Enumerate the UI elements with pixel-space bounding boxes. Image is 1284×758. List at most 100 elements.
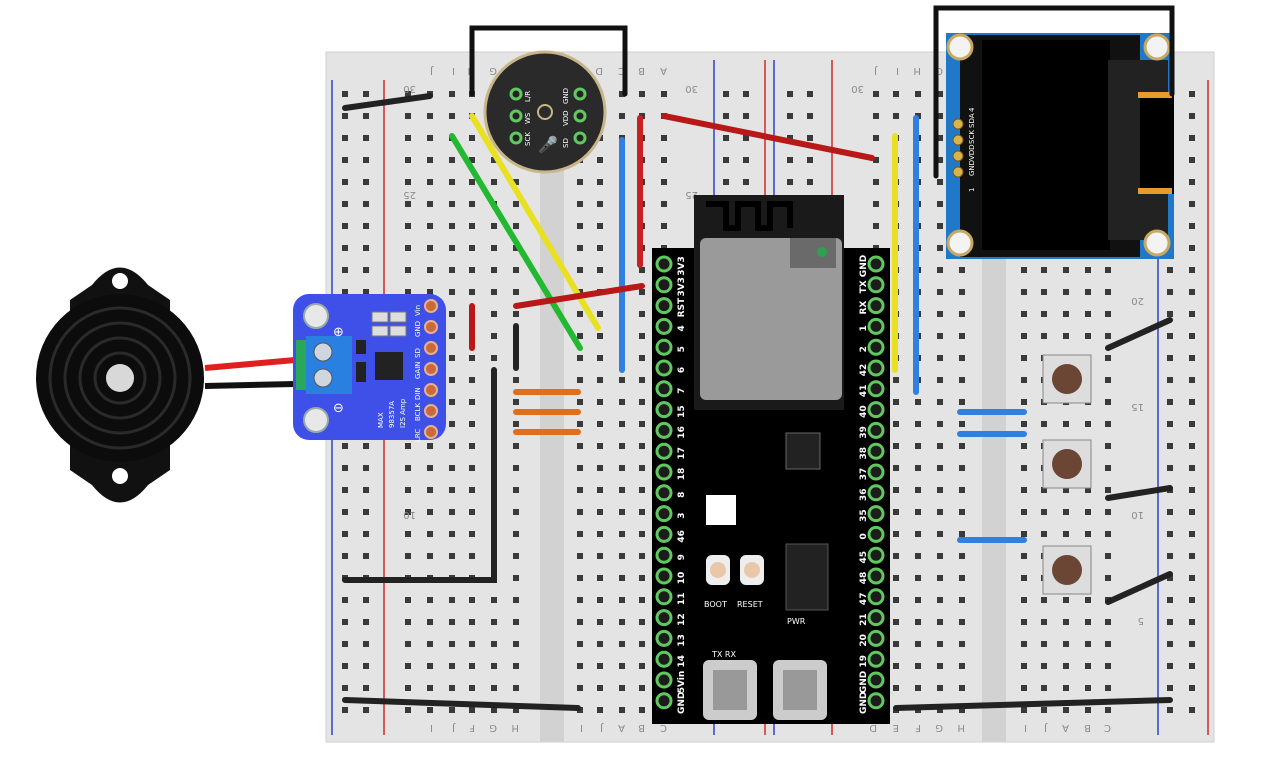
breadboard-hole — [363, 267, 369, 273]
breadboard-hole — [937, 465, 943, 471]
row-label-bottom: B — [638, 722, 645, 733]
breadboard-hole — [723, 135, 729, 141]
breadboard-hole — [639, 399, 645, 405]
breadboard-hole — [405, 619, 411, 625]
breadboard-hole — [1189, 289, 1195, 295]
breadboard-hole — [363, 179, 369, 185]
push-button-3[interactable] — [1042, 545, 1092, 595]
breadboard-hole — [639, 421, 645, 427]
breadboard-hole — [639, 355, 645, 361]
breadboard-hole — [491, 707, 497, 713]
breadboard-hole — [1189, 509, 1195, 515]
esp32-pin-left — [655, 338, 673, 356]
esp32-pin-label-right: 37 — [859, 468, 869, 481]
row-label-bottom: I — [1024, 722, 1027, 733]
breadboard-hole — [807, 135, 813, 141]
breadboard-hole — [1189, 487, 1195, 493]
breadboard-hole — [639, 289, 645, 295]
breadboard-hole — [513, 421, 519, 427]
breadboard-hole — [427, 443, 433, 449]
breadboard-hole — [1085, 685, 1091, 691]
breadboard-hole — [639, 91, 645, 97]
esp32-pin-label-right: 40 — [859, 405, 869, 418]
push-button-1[interactable] — [1042, 354, 1092, 404]
breadboard-hole — [937, 179, 943, 185]
breadboard-hole — [469, 553, 475, 559]
breadboard-hole — [619, 597, 625, 603]
push-button-2[interactable] — [1042, 439, 1092, 489]
amp-name-line-1: MAX — [377, 412, 385, 428]
breadboard-hole — [1063, 597, 1069, 603]
row-label-bottom: J — [452, 722, 456, 733]
breadboard-hole — [937, 421, 943, 427]
breadboard-hole — [893, 421, 899, 427]
breadboard-hole — [449, 355, 455, 361]
breadboard-hole — [661, 223, 667, 229]
breadboard-hole — [491, 597, 497, 603]
breadboard-hole — [577, 179, 583, 185]
breadboard-hole — [597, 245, 603, 251]
breadboard-hole — [937, 531, 943, 537]
wire-black-bottom-left — [342, 697, 581, 711]
breadboard-hole — [405, 685, 411, 691]
breadboard-hole — [893, 91, 899, 97]
breadboard-hole — [469, 223, 475, 229]
breadboard-hole — [1063, 289, 1069, 295]
breadboard-hole — [1105, 553, 1111, 559]
breadboard-hole — [1021, 311, 1027, 317]
breadboard-hole — [363, 597, 369, 603]
breadboard-hole — [1063, 421, 1069, 427]
breadboard-hole — [959, 311, 965, 317]
esp32-pin-label-right: 0 — [859, 533, 869, 539]
breadboard-hole — [639, 575, 645, 581]
breadboard-hole — [1167, 641, 1173, 647]
amp-pin-label: GND — [414, 321, 422, 337]
esp32-pin-right — [867, 255, 885, 273]
esp32-pin-left — [655, 463, 673, 481]
breadboard-hole — [1189, 443, 1195, 449]
breadboard-hole — [1021, 575, 1027, 581]
breadboard-hole — [342, 267, 348, 273]
breadboard-hole — [639, 267, 645, 273]
breadboard-hole — [491, 289, 497, 295]
breadboard-hole — [597, 443, 603, 449]
breadboard-hole — [619, 399, 625, 405]
breadboard-hole — [513, 685, 519, 691]
breadboard-hole — [1063, 707, 1069, 713]
column-number-right: 20 — [1131, 295, 1144, 306]
breadboard-hole — [513, 509, 519, 515]
breadboard-hole — [469, 641, 475, 647]
breadboard-hole — [1063, 311, 1069, 317]
breadboard-hole — [513, 575, 519, 581]
breadboard-hole — [959, 597, 965, 603]
breadboard-hole — [1189, 245, 1195, 251]
breadboard-hole — [342, 487, 348, 493]
breadboard-hole — [363, 223, 369, 229]
breadboard-hole — [449, 421, 455, 427]
esp32-pin-label-left: 6 — [677, 367, 687, 373]
breadboard-hole — [597, 487, 603, 493]
breadboard-hole — [1085, 641, 1091, 647]
breadboard-hole — [619, 553, 625, 559]
breadboard-hole — [577, 553, 583, 559]
microphone-icon: 🎤 — [538, 135, 558, 154]
breadboard-hole — [469, 531, 475, 537]
buzzer-wire-red — [204, 357, 296, 371]
breadboard-hole — [915, 597, 921, 603]
column-number-right: 15 — [1131, 401, 1144, 412]
breadboard-hole — [787, 179, 793, 185]
breadboard-hole — [1021, 377, 1027, 383]
breadboard-hole — [1189, 641, 1195, 647]
esp32-pin-label-right: 38 — [859, 447, 869, 460]
breadboard-hole — [959, 487, 965, 493]
breadboard-hole — [513, 399, 519, 405]
breadboard-hole — [1105, 663, 1111, 669]
breadboard-hole — [427, 289, 433, 295]
breadboard-hole — [449, 289, 455, 295]
breadboard-hole — [363, 707, 369, 713]
wire-black-button-3 — [1105, 571, 1173, 605]
breadboard-hole — [405, 113, 411, 119]
esp32-pin-right — [867, 401, 885, 419]
breadboard-hole — [577, 201, 583, 207]
